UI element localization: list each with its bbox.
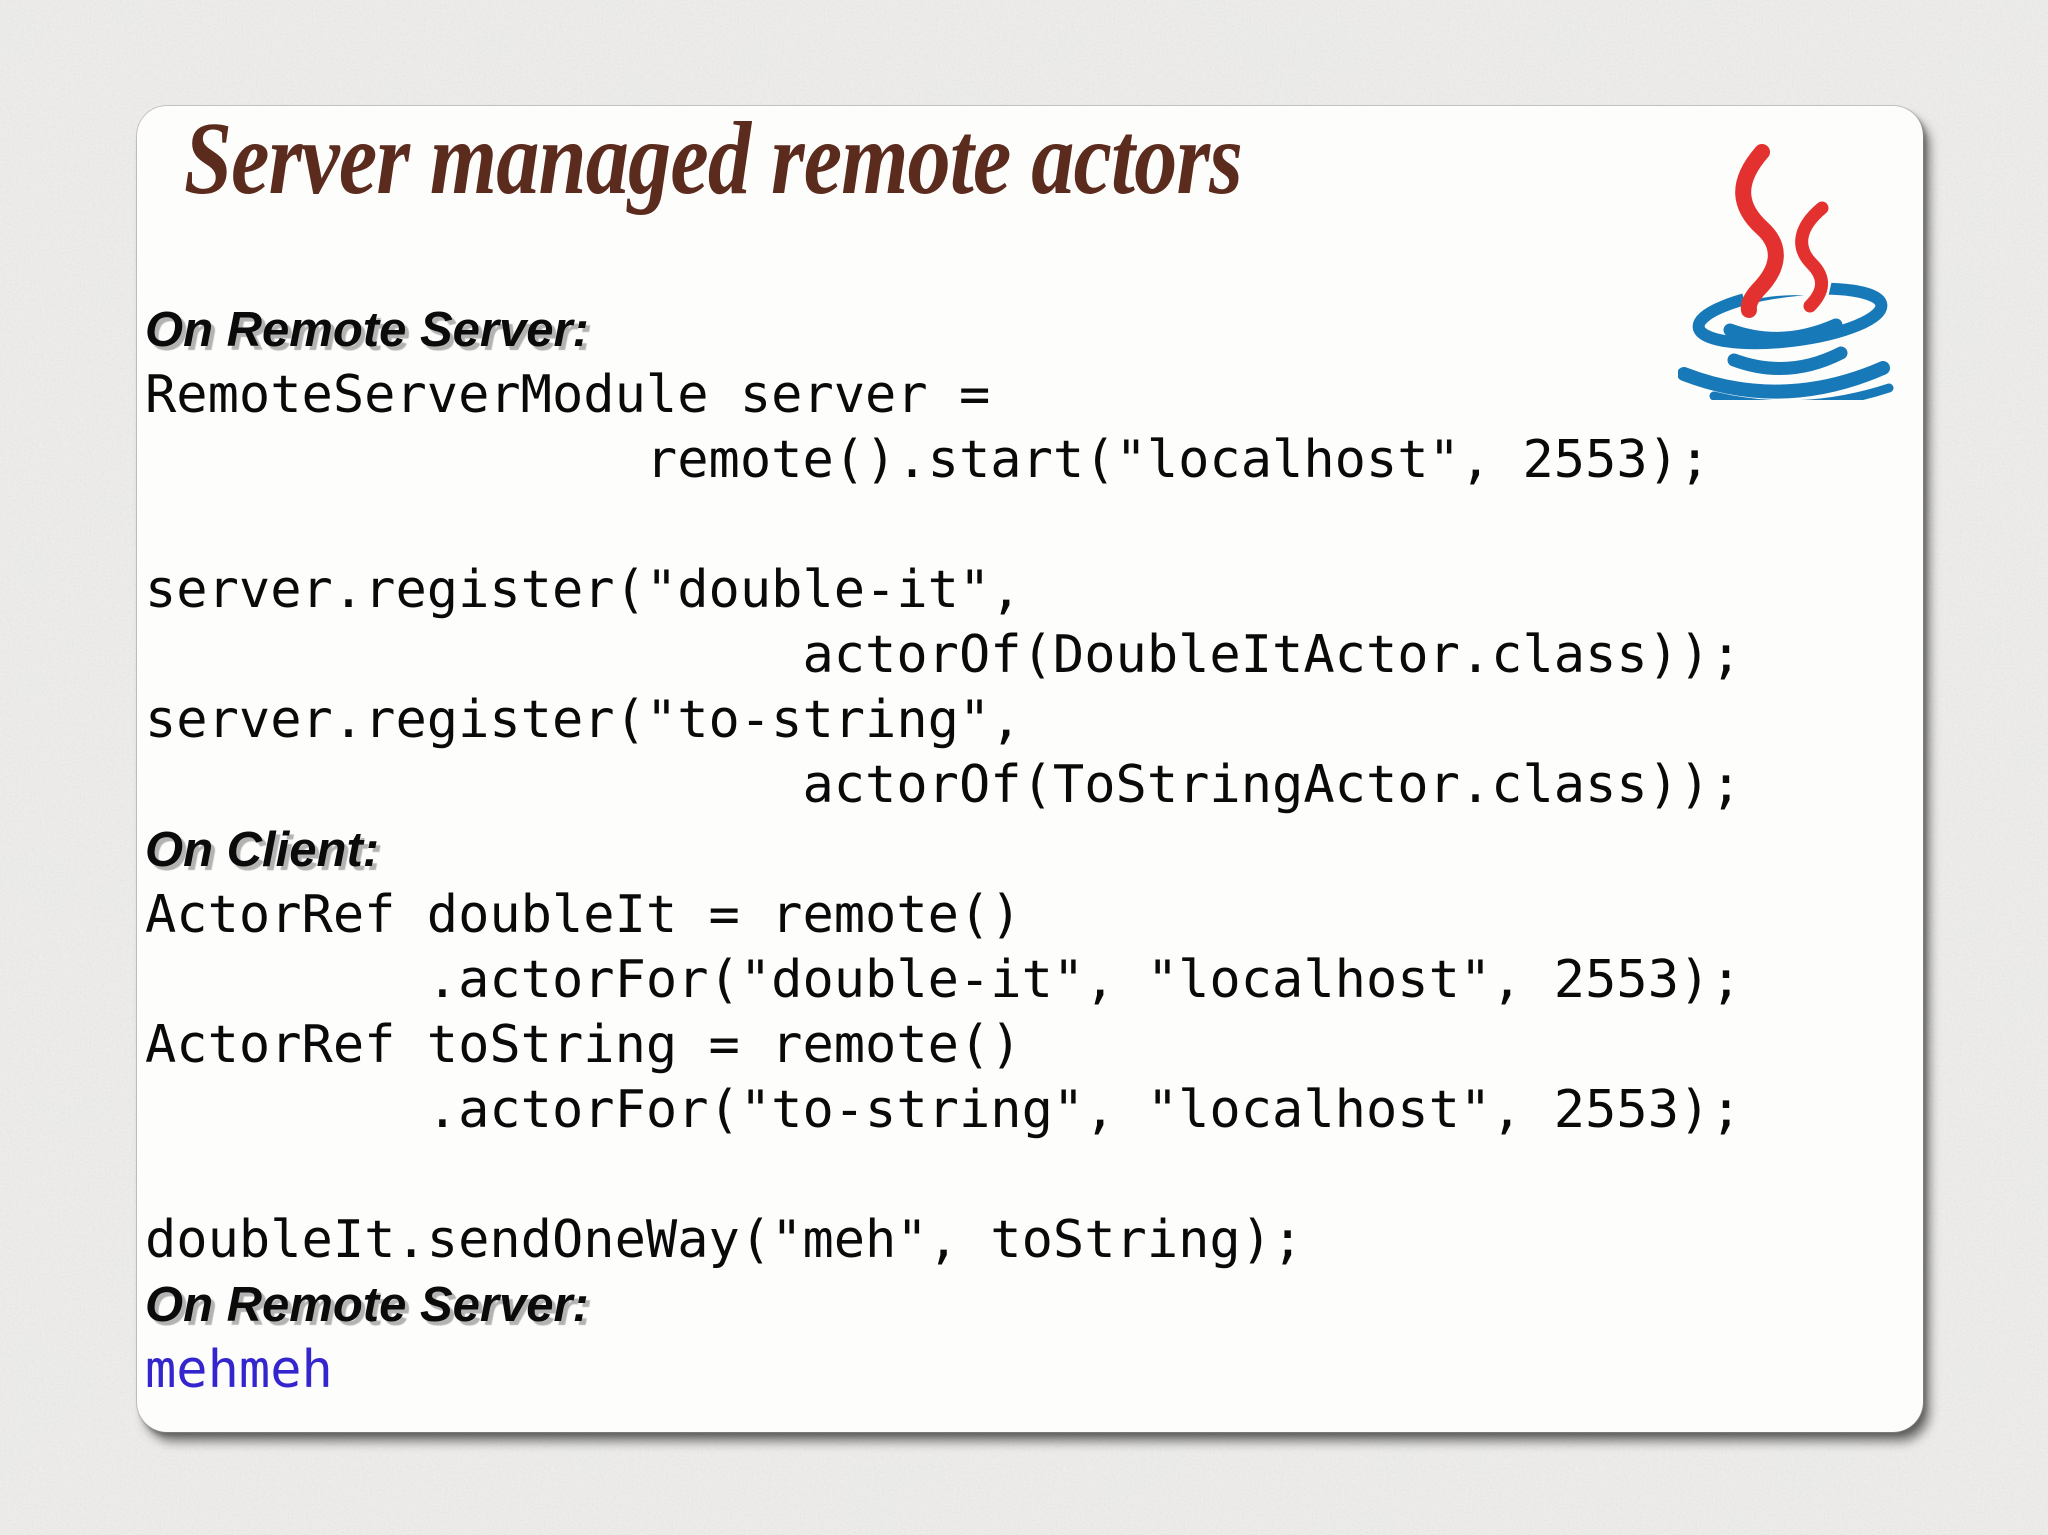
section-label: On Remote Server:	[145, 303, 589, 357]
code-line: remote().start("localhost", 2553);	[145, 430, 1711, 490]
slide-body: On Remote Server: RemoteServerModule serv…	[145, 298, 1935, 1403]
java-logo-icon	[1678, 144, 1894, 400]
code-line: server.register("double-it",	[145, 560, 1022, 620]
code-line: ActorRef toString = remote()	[145, 1015, 1022, 1075]
code-line: actorOf(ToStringActor.class));	[145, 755, 1742, 815]
code-line: .actorFor("double-it", "localhost", 2553…	[145, 950, 1742, 1010]
code-line: .actorFor("to-string", "localhost", 2553…	[145, 1080, 1742, 1140]
page-title: Server managed remote actors	[184, 101, 1243, 216]
code-line: actorOf(DoubleItActor.class));	[145, 625, 1742, 685]
code-line: doubleIt.sendOneWay("meh", toString);	[145, 1210, 1304, 1270]
slide-card	[137, 106, 1923, 1432]
output-line: mehmeh	[145, 1340, 333, 1400]
code-line: ActorRef doubleIt = remote()	[145, 885, 1022, 945]
section-label: On Client:	[145, 823, 380, 877]
code-line	[145, 1143, 1935, 1208]
code-line	[145, 493, 1935, 558]
code-line: server.register("to-string",	[145, 690, 1022, 750]
code-line: RemoteServerModule server =	[145, 365, 991, 425]
section-label: On Remote Server:	[145, 1278, 589, 1332]
